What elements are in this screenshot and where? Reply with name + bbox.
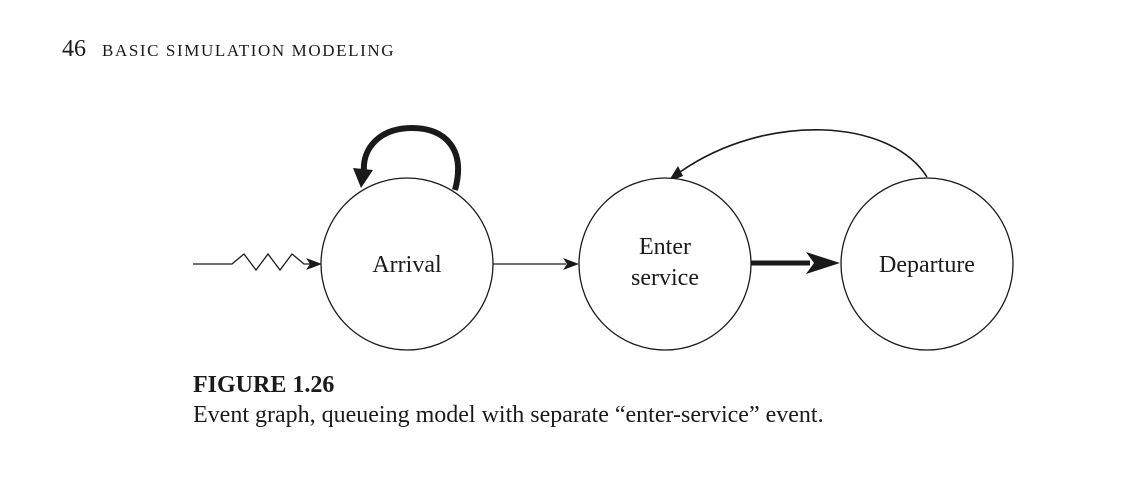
departure-label: Departure <box>879 252 975 278</box>
figure-caption: Event graph, queueing model with separat… <box>193 402 824 428</box>
figure-caption-block: FIGURE 1.26 Event graph, queueing model … <box>193 370 824 430</box>
arrival-to-enter-service-arc <box>492 258 579 270</box>
arrival-circle <box>320 177 494 351</box>
external-arrival-arc <box>193 252 322 272</box>
enter-service-circle <box>578 177 752 351</box>
enter-service-label-line2: service <box>631 265 699 291</box>
node-departure: Departure <box>840 177 1014 351</box>
enter-service-to-departure-arc <box>751 252 840 274</box>
enter-service-label-line1: Enter <box>639 234 691 260</box>
running-head: 46 BASIC SIMULATION MODELING <box>62 36 395 66</box>
arrival-self-loop-arc <box>353 124 462 191</box>
departure-circle <box>840 177 1014 351</box>
figure-label: FIGURE 1.26 <box>193 372 335 398</box>
node-arrival: Arrival <box>320 177 494 351</box>
departure-to-enter-service-arc <box>668 129 928 182</box>
page-number: 46 <box>62 36 86 62</box>
section-title: BASIC SIMULATION MODELING <box>102 41 396 60</box>
node-enter-service: Enter service <box>578 177 752 351</box>
arrival-label: Arrival <box>372 252 442 278</box>
